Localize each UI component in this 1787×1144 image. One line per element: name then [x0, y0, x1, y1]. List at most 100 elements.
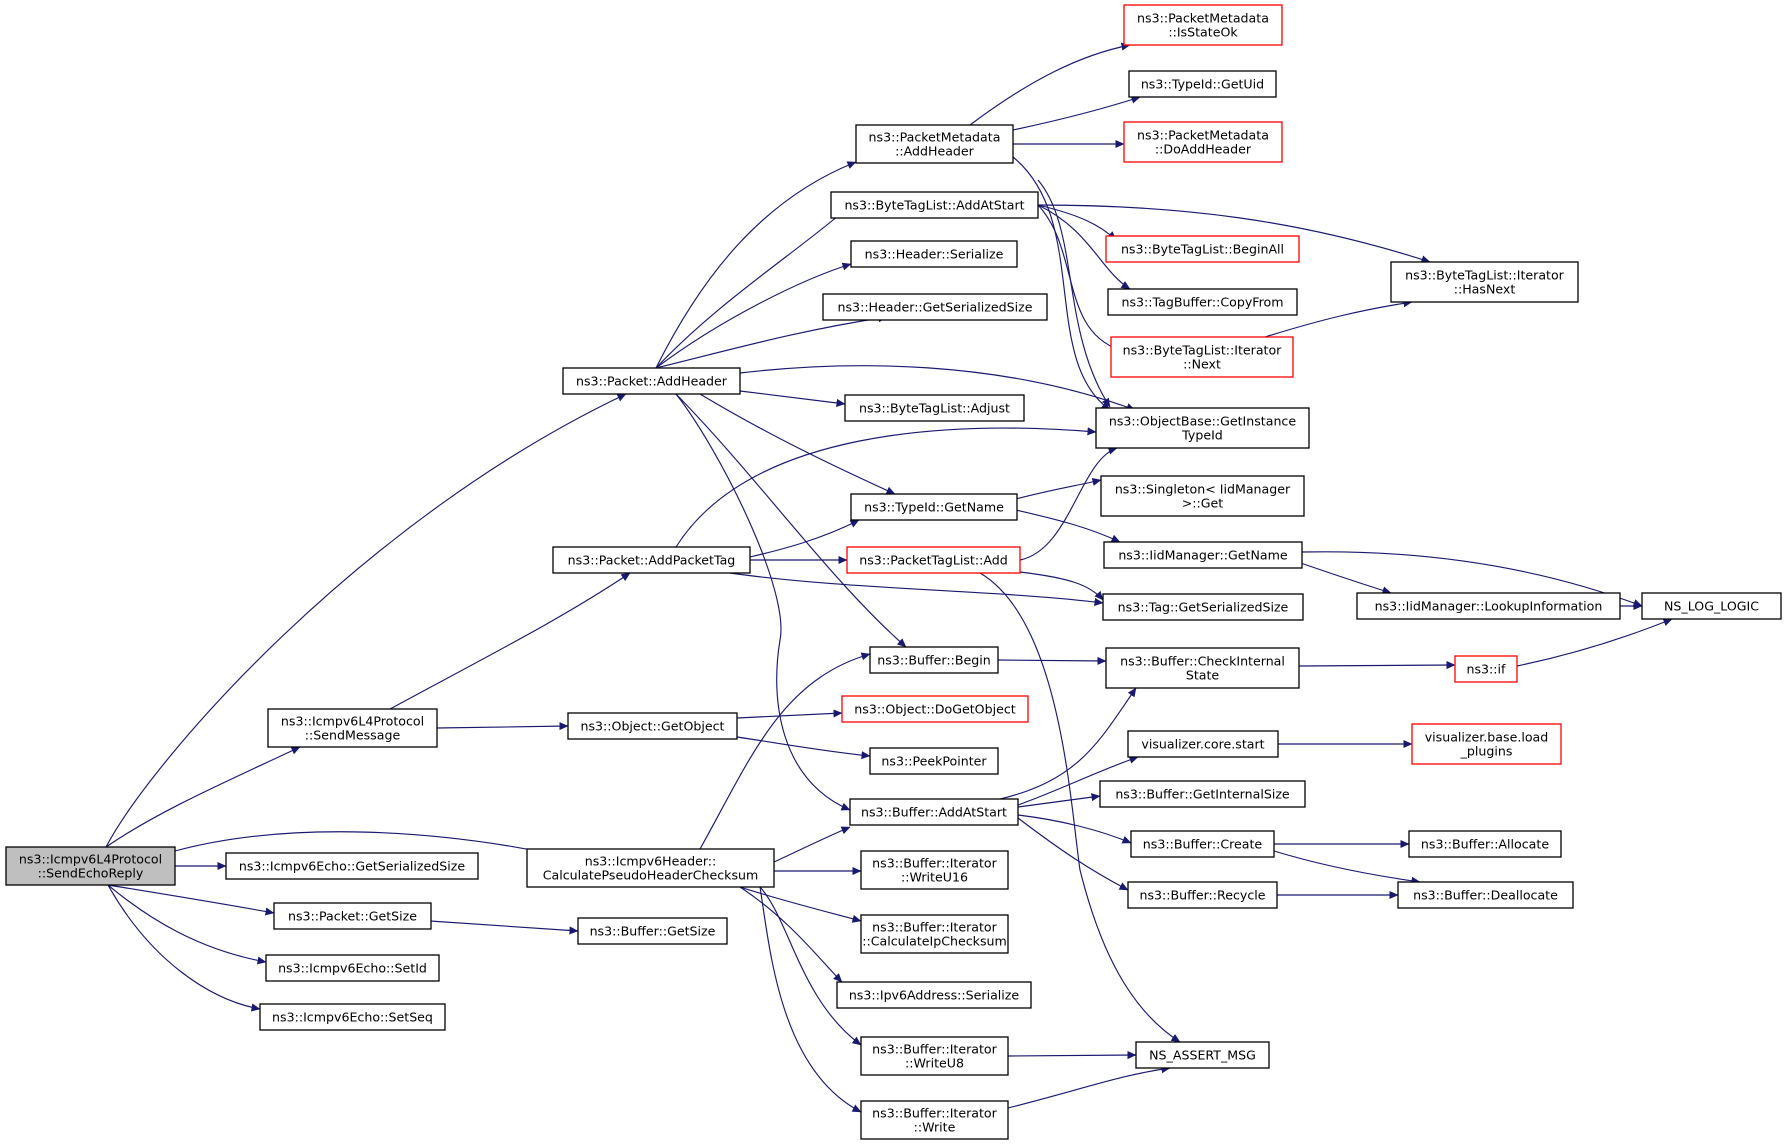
node-object-getobject[interactable]: ns3::Object::GetObject	[567, 712, 738, 740]
node-box[interactable]	[562, 367, 741, 395]
node-box[interactable]	[1641, 592, 1782, 620]
node-box[interactable]	[860, 1100, 1009, 1140]
node-packet-getsize[interactable]: ns3::Packet::GetSize	[273, 902, 432, 930]
node-box[interactable]	[822, 293, 1048, 321]
node-visualizer-base-load-plugins[interactable]: visualizer.base.load_plugins	[1411, 723, 1562, 765]
node-ns-assert-msg[interactable]: NS_ASSERT_MSG	[1135, 1041, 1270, 1069]
node-box[interactable]	[1408, 830, 1562, 858]
node-buffer-getinternalsize[interactable]: ns3::Buffer::GetInternalSize	[1099, 780, 1306, 808]
node-buffer-deallocate[interactable]: ns3::Buffer::Deallocate	[1397, 881, 1574, 909]
node-object-dogetobject[interactable]: ns3::Object::DoGetObject	[841, 695, 1029, 723]
node-icmpv6echo-getserializedsize[interactable]: ns3::Icmpv6Echo::GetSerializedSize	[225, 852, 479, 880]
node-box[interactable]	[1127, 730, 1279, 758]
node-ns-log-logic[interactable]: NS_LOG_LOGIC	[1641, 592, 1782, 620]
node-bi-calcipchecksum[interactable]: ns3::Buffer::Iterator::CalculateIpChecks…	[860, 914, 1009, 954]
node-box[interactable]	[1103, 541, 1303, 569]
node-packet-addpackettag[interactable]: ns3::Packet::AddPacketTag	[552, 546, 751, 574]
node-buffer-allocate[interactable]: ns3::Buffer::Allocate	[1408, 830, 1562, 858]
node-box[interactable]	[1100, 475, 1305, 517]
node-box[interactable]	[850, 240, 1018, 268]
node-tagbuffer-copyfrom[interactable]: ns3::TagBuffer::CopyFrom	[1107, 288, 1298, 316]
node-visualizer-core-start[interactable]: visualizer.core.start	[1127, 730, 1279, 758]
node-box[interactable]	[1095, 407, 1310, 449]
node-packet-addheader[interactable]: ns3::Packet::AddHeader	[562, 367, 741, 395]
node-box[interactable]	[273, 902, 432, 930]
node-typeid-getname[interactable]: ns3::TypeId::GetName	[850, 493, 1018, 521]
node-buffer-recycle[interactable]: ns3::Buffer::Recycle	[1127, 881, 1278, 909]
node-box[interactable]	[1110, 336, 1294, 378]
node-tag-getserializedsize[interactable]: ns3::Tag::GetSerializedSize	[1102, 593, 1304, 621]
node-box[interactable]	[265, 954, 440, 982]
node-box[interactable]	[526, 848, 775, 888]
node-box[interactable]	[1105, 235, 1300, 263]
node-box[interactable]	[841, 695, 1029, 723]
node-box[interactable]	[552, 546, 751, 574]
node-singleton-get[interactable]: ns3::Singleton< IidManager>::Get	[1100, 475, 1305, 517]
node-box[interactable]	[1130, 830, 1275, 858]
node-icmpv6echo-setid[interactable]: ns3::Icmpv6Echo::SetId	[265, 954, 440, 982]
node-buffer-create[interactable]: ns3::Buffer::Create	[1130, 830, 1275, 858]
node-bi-write[interactable]: ns3::Buffer::Iterator::Write	[860, 1100, 1009, 1140]
node-ns3-if[interactable]: ns3::if	[1454, 655, 1518, 683]
node-box[interactable]	[1102, 593, 1304, 621]
node-box[interactable]	[577, 917, 728, 945]
node-pm-isstateok[interactable]: ns3::PacketMetadata::IsStateOk	[1123, 4, 1283, 46]
node-box[interactable]	[1135, 1041, 1270, 1069]
node-typeid-getuid[interactable]: ns3::TypeId::GetUid	[1128, 70, 1277, 98]
node-box[interactable]	[1128, 70, 1277, 98]
node-box[interactable]	[567, 712, 738, 740]
node-box[interactable]	[850, 493, 1018, 521]
node-box[interactable]	[860, 1036, 1009, 1076]
node-buffer-addatstart[interactable]: ns3::Buffer::AddAtStart	[849, 798, 1019, 826]
node-box[interactable]	[869, 747, 999, 775]
node-buffer-getsize[interactable]: ns3::Buffer::GetSize	[577, 917, 728, 945]
node-box[interactable]	[860, 914, 1009, 954]
node-box[interactable]	[1123, 121, 1283, 163]
node-header-getserializedsize[interactable]: ns3::Header::GetSerializedSize	[822, 293, 1048, 321]
node-header-serialize[interactable]: ns3::Header::Serialize	[850, 240, 1018, 268]
node-box[interactable]	[1454, 655, 1518, 683]
node-box[interactable]	[1123, 4, 1283, 46]
node-btli-next[interactable]: ns3::ByteTagList::Iterator::Next	[1110, 336, 1294, 378]
node-box[interactable]	[1390, 261, 1579, 303]
node-box[interactable]	[869, 646, 999, 674]
node-box[interactable]	[844, 394, 1025, 422]
node-iidmanager-getname[interactable]: ns3::IidManager::GetName	[1103, 541, 1303, 569]
node-peekpointer[interactable]: ns3::PeekPointer	[869, 747, 999, 775]
node-box[interactable]	[1107, 288, 1298, 316]
node-btli-hasnext[interactable]: ns3::ByteTagList::Iterator::HasNext	[1390, 261, 1579, 303]
node-box[interactable]	[1397, 881, 1574, 909]
node-box[interactable]	[267, 708, 438, 748]
node-buffer-begin[interactable]: ns3::Buffer::Begin	[869, 646, 999, 674]
node-icmpv6echo-setseq[interactable]: ns3::Icmpv6Echo::SetSeq	[259, 1003, 446, 1031]
node-sendmessage[interactable]: ns3::Icmpv6L4Protocol::SendMessage	[267, 708, 438, 748]
node-box[interactable]	[830, 191, 1039, 219]
node-box[interactable]	[1127, 881, 1278, 909]
node-pm-addheader[interactable]: ns3::PacketMetadata::AddHeader	[855, 124, 1014, 164]
node-box[interactable]	[860, 850, 1009, 890]
node-btl-addatstart[interactable]: ns3::ByteTagList::AddAtStart	[830, 191, 1039, 219]
node-box[interactable]	[836, 981, 1032, 1009]
node-box[interactable]	[846, 546, 1021, 574]
node-bi-writeu16[interactable]: ns3::Buffer::Iterator::WriteU16	[860, 850, 1009, 890]
node-iidmanager-lookupinformation[interactable]: ns3::IidManager::LookupInformation	[1356, 592, 1621, 620]
node-box[interactable]	[1099, 780, 1306, 808]
node-btl-beginall[interactable]: ns3::ByteTagList::BeginAll	[1105, 235, 1300, 263]
node-calcpseudo[interactable]: ns3::Icmpv6Header::CalculatePseudoHeader…	[526, 848, 775, 888]
node-ptl-add[interactable]: ns3::PacketTagList::Add	[846, 546, 1021, 574]
node-bi-writeu8[interactable]: ns3::Buffer::Iterator::WriteU8	[860, 1036, 1009, 1076]
node-box[interactable]	[5, 846, 176, 886]
node-box[interactable]	[1356, 592, 1621, 620]
node-root[interactable]: ns3::Icmpv6L4Protocol::SendEchoReply	[5, 846, 176, 886]
node-box[interactable]	[1105, 647, 1300, 689]
node-box[interactable]	[849, 798, 1019, 826]
node-pm-doaddheader[interactable]: ns3::PacketMetadata::DoAddHeader	[1123, 121, 1283, 163]
node-box[interactable]	[1411, 723, 1562, 765]
node-box[interactable]	[855, 124, 1014, 164]
node-btl-adjust[interactable]: ns3::ByteTagList::Adjust	[844, 394, 1025, 422]
node-box[interactable]	[225, 852, 479, 880]
node-box[interactable]	[259, 1003, 446, 1031]
node-ipv6addr-serialize[interactable]: ns3::Ipv6Address::Serialize	[836, 981, 1032, 1009]
